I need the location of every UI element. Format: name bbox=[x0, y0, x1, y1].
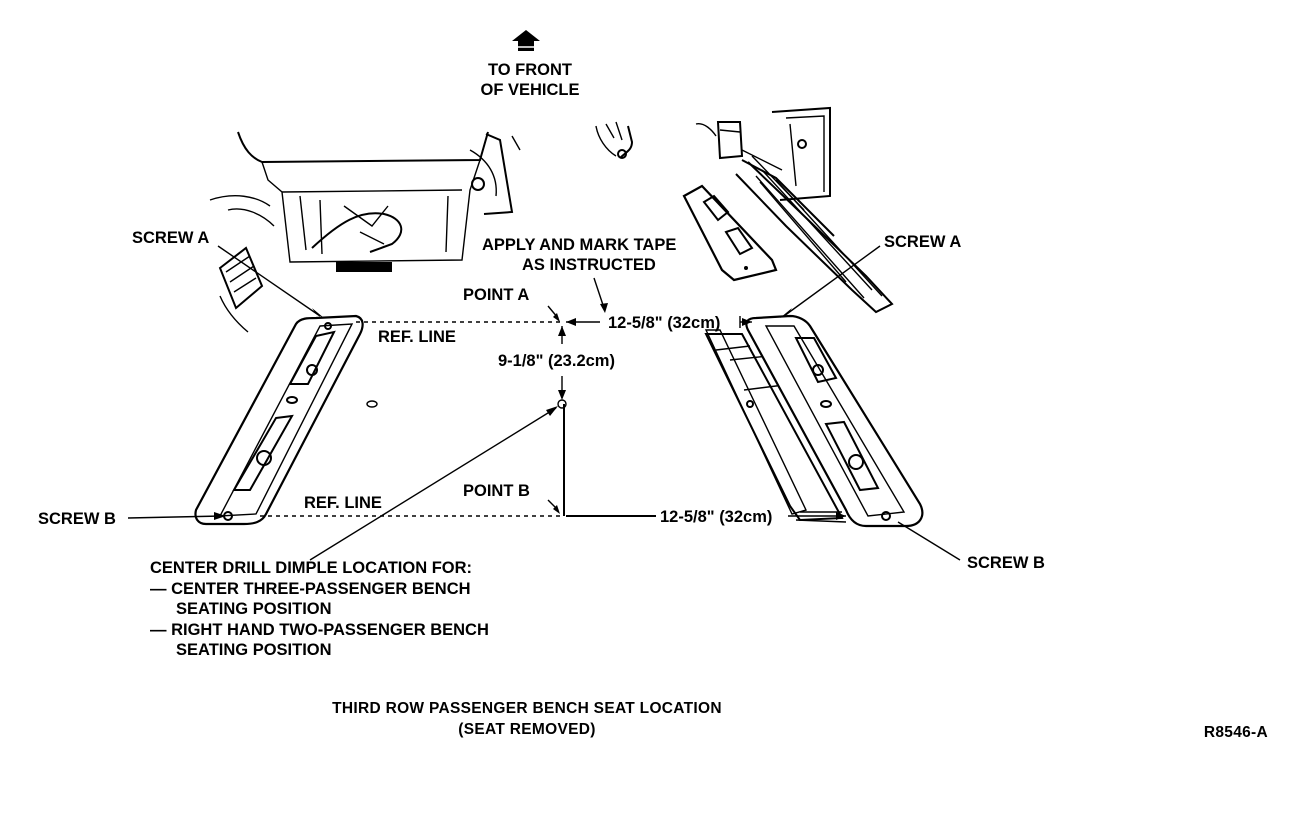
screw-a-right-label: SCREW A bbox=[884, 233, 961, 251]
bottom-horizontal-dimension bbox=[566, 512, 846, 520]
left-seat-rail bbox=[194, 314, 364, 526]
top-horizontal-dimension bbox=[566, 316, 752, 328]
dimension-top-label: 12-5/8" (32cm) bbox=[608, 314, 720, 332]
screw-b-left-leader bbox=[127, 515, 223, 519]
dimension-vertical-label: 9-1/8" (23.2cm) bbox=[498, 352, 615, 370]
caption-line1: THIRD ROW PASSENGER BENCH SEAT LOCATION bbox=[332, 700, 722, 717]
screw-b-left-label: SCREW B bbox=[38, 510, 116, 528]
left-front-seat-sketch bbox=[237, 131, 521, 272]
ref-line-bottom-label: REF. LINE bbox=[304, 494, 382, 512]
dimple-note-line4: — RIGHT HAND TWO-PASSENGER BENCH bbox=[150, 621, 489, 639]
dimple-note-line5: SEATING POSITION bbox=[176, 641, 332, 659]
point-b-label: POINT B bbox=[463, 482, 530, 500]
dimple-note-line2: — CENTER THREE-PASSENGER BENCH bbox=[150, 580, 471, 598]
front-arrow-icon bbox=[512, 30, 540, 51]
screw-b-right-label: SCREW B bbox=[967, 554, 1045, 572]
tape-pointer bbox=[593, 277, 605, 309]
screw-a-right-leader bbox=[783, 245, 881, 317]
right-front-bracket bbox=[682, 184, 778, 282]
front-arrow-label-line2: OF VEHICLE bbox=[480, 81, 579, 99]
point-a-label: POINT A bbox=[463, 286, 529, 304]
vertical-dimension bbox=[557, 326, 567, 516]
dimple-leader bbox=[309, 407, 557, 561]
floor-hole bbox=[366, 400, 378, 408]
screw-a-left-leader bbox=[217, 245, 321, 317]
right-floor-moulding bbox=[735, 161, 894, 314]
tape-label-line1: APPLY AND MARK TAPE bbox=[482, 236, 676, 254]
right-seat-rail bbox=[704, 314, 924, 528]
figure-id: R8546-A bbox=[1204, 724, 1268, 741]
screw-a-left-label: SCREW A bbox=[132, 229, 209, 247]
center-console-sketch bbox=[595, 121, 634, 159]
caption-line2: (SEAT REMOVED) bbox=[458, 721, 595, 738]
ref-line-top-label: REF. LINE bbox=[378, 328, 456, 346]
dimple-note-line3: SEATING POSITION bbox=[176, 600, 332, 618]
dimension-bottom-label: 12-5/8" (32cm) bbox=[660, 508, 772, 526]
screw-b-right-leader bbox=[897, 521, 961, 561]
left-side-panel-sketch bbox=[209, 195, 275, 333]
dimple-note-line1: CENTER DRILL DIMPLE LOCATION FOR: bbox=[150, 559, 472, 577]
tape-label-line2: AS INSTRUCTED bbox=[522, 256, 656, 274]
front-arrow-label-line1: TO FRONT bbox=[488, 61, 572, 79]
